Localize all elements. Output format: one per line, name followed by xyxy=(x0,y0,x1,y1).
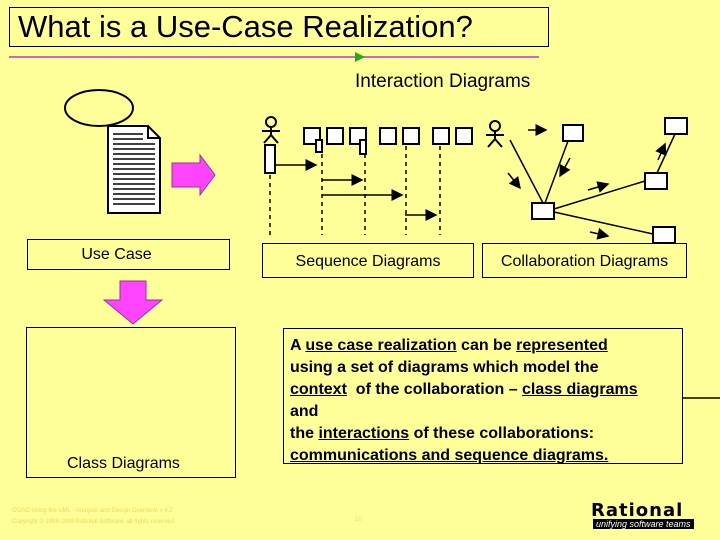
interaction-diagrams-heading: Interaction Diagrams xyxy=(355,71,531,92)
sequence-diagram xyxy=(262,116,504,235)
use-case-label: Use Case xyxy=(27,239,230,270)
desc-line-5: the interactions of these collaborations… xyxy=(290,425,595,442)
desc-line-4: and xyxy=(290,403,319,420)
down-arrow-icon xyxy=(102,280,164,325)
right-arrow-icon xyxy=(171,153,216,197)
collaboration-diagrams-label: Collaboration Diagrams xyxy=(482,243,687,278)
use-case-oval xyxy=(64,89,134,127)
description-text: A use case realization can be represente… xyxy=(283,328,683,464)
logo-tagline: unifying software teams xyxy=(593,519,694,529)
document-lines-icon xyxy=(113,133,155,205)
actor-icon xyxy=(262,116,280,144)
desc-line-1: A use case realization can be represente… xyxy=(290,337,608,354)
footer-line-1: OOAD Using the UML - Analysis and Design… xyxy=(12,508,173,514)
desc-line-6: communications and sequence diagrams. xyxy=(290,447,609,464)
class-diagrams-text: Class Diagrams xyxy=(67,455,180,472)
desc-line-3: context of the collaboration – class dia… xyxy=(290,381,638,398)
slide-title: What is a Use-Case Realization? xyxy=(9,7,549,47)
desc-line-2: using a set of diagrams which model the xyxy=(290,359,599,376)
logo-name: Rational xyxy=(591,500,684,521)
class-diagrams-label: Class Diagrams xyxy=(26,327,236,478)
rational-logo: Rational unifying software teams xyxy=(583,500,713,532)
footer-line-2: Copyright © 1998-1999 Rational Software,… xyxy=(12,519,174,525)
collaboration-diagram xyxy=(507,117,688,244)
page-number: 10 xyxy=(355,517,362,523)
sequence-diagrams-label: Sequence Diagrams xyxy=(262,243,474,278)
actor-icon xyxy=(486,120,504,148)
green-arrow-icon xyxy=(355,52,365,62)
title-rule xyxy=(9,56,539,58)
